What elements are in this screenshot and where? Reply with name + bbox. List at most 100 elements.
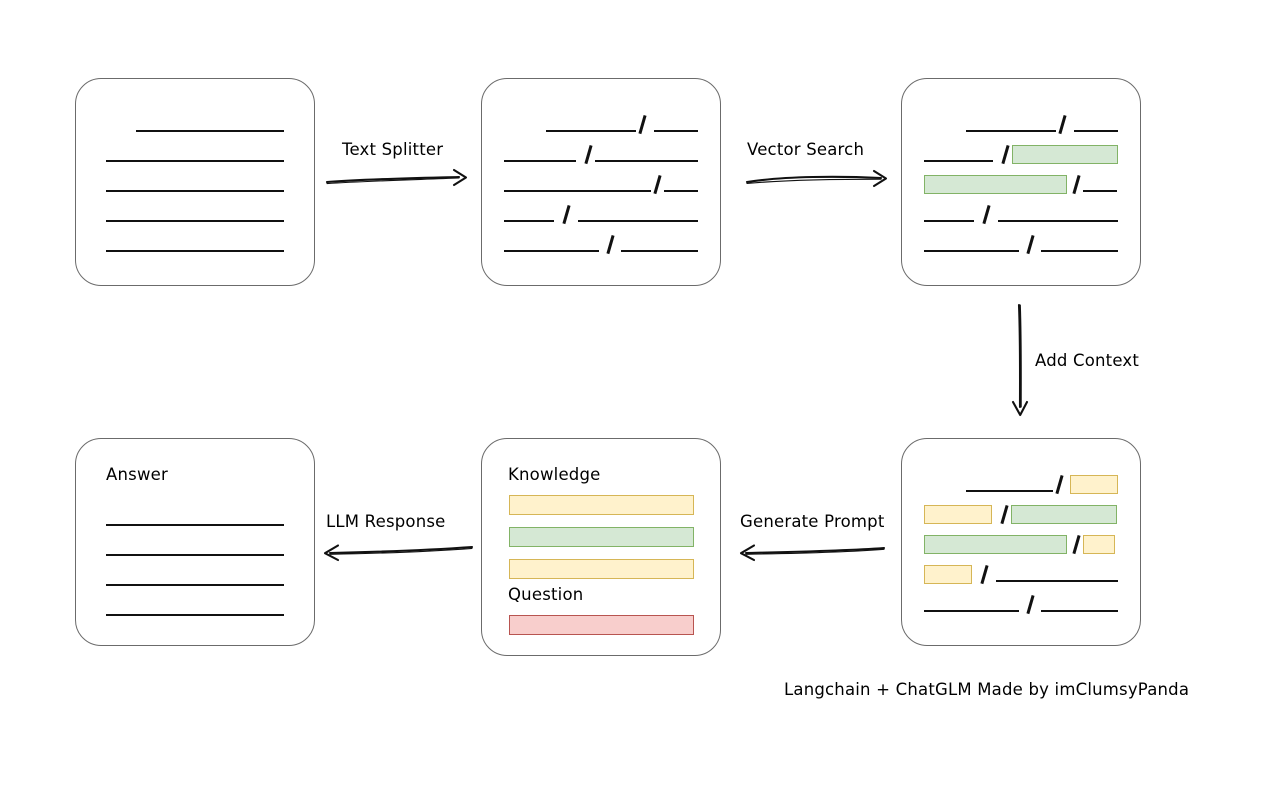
document-row — [482, 173, 720, 195]
arrow-llm-response: LLM Response — [322, 512, 474, 562]
chunk-highlight-green — [924, 534, 1067, 554]
arrow-vector-search-label: Vector Search — [747, 140, 865, 159]
text-line-segment — [1083, 190, 1117, 192]
slash-separator — [560, 205, 573, 224]
text-line-segment — [546, 130, 636, 132]
text-line-segment — [924, 160, 993, 162]
slash-separator — [604, 235, 617, 254]
document-row — [902, 233, 1140, 255]
answer-rows — [76, 439, 314, 645]
card-source-document — [75, 78, 315, 286]
chunk-highlight-yellow — [1070, 474, 1118, 494]
text-line-segment — [998, 220, 1118, 222]
document-row — [482, 113, 720, 135]
chunk-highlight-yellow — [1083, 534, 1115, 554]
arrow-llm-response-label: LLM Response — [326, 512, 446, 531]
document-row — [76, 567, 314, 589]
text-line-segment — [620, 250, 698, 252]
chunk-highlight-green — [1011, 504, 1117, 524]
source-document-rows — [76, 79, 314, 285]
knowledge-bar-1 — [509, 495, 694, 515]
text-line-segment — [106, 524, 284, 526]
text-line-segment — [653, 130, 698, 132]
context-chunks-rows — [902, 439, 1140, 645]
document-row — [76, 597, 314, 619]
text-line-segment — [106, 584, 284, 586]
document-row — [482, 233, 720, 255]
document-row — [76, 233, 314, 255]
slash-separator — [1070, 535, 1083, 554]
slash-separator — [1056, 115, 1069, 134]
document-row — [482, 203, 720, 225]
knowledge-bar-3 — [509, 559, 694, 579]
chunk-highlight-green — [1012, 144, 1118, 164]
text-line-segment — [106, 554, 284, 556]
arrow-vector-search: Vector Search — [745, 140, 890, 190]
arrow-text-splitter-shaft — [325, 168, 468, 187]
card-split-chunks — [481, 78, 721, 286]
card-prompt: Knowledge Question — [481, 438, 721, 656]
arrow-add-context-shaft — [1011, 303, 1029, 417]
slash-separator — [1053, 475, 1066, 494]
slash-separator — [1024, 595, 1037, 614]
chunk-highlight-yellow — [924, 504, 992, 524]
document-row — [76, 537, 314, 559]
split-chunks-rows — [482, 79, 720, 285]
arrow-llm-response-shaft — [323, 544, 474, 562]
matched-chunks-rows — [902, 79, 1140, 285]
arrow-text-splitter: Text Splitter — [325, 140, 470, 190]
document-row — [902, 503, 1140, 525]
text-line-segment — [106, 190, 284, 192]
document-row — [76, 507, 314, 529]
chunk-highlight-yellow — [924, 564, 972, 584]
text-line-segment — [106, 160, 284, 162]
document-row — [902, 473, 1140, 495]
document-row — [76, 143, 314, 165]
card-matched-chunks — [901, 78, 1141, 286]
slash-separator — [980, 205, 993, 224]
text-line-segment — [1040, 610, 1118, 612]
text-line-segment — [504, 250, 599, 252]
document-row — [902, 533, 1140, 555]
text-line-segment — [106, 250, 284, 252]
slash-separator — [1070, 175, 1083, 194]
text-line-segment — [106, 220, 284, 222]
document-row — [482, 143, 720, 165]
slash-separator — [1024, 235, 1037, 254]
knowledge-bar-2 — [509, 527, 694, 547]
text-line-segment — [594, 160, 698, 162]
document-row — [902, 203, 1140, 225]
arrow-add-context-label: Add Context — [1035, 351, 1140, 370]
text-line-segment — [664, 190, 698, 192]
document-row — [902, 143, 1140, 165]
footer-credit: Langchain + ChatGLM Made by imClumsyPand… — [784, 680, 1190, 699]
arrow-vector-search-shaft — [745, 169, 888, 188]
document-row — [902, 113, 1140, 135]
text-line-segment — [966, 490, 1053, 492]
document-row — [76, 203, 314, 225]
arrow-add-context: Add Context — [1005, 303, 1175, 418]
slash-separator — [998, 505, 1011, 524]
document-row — [902, 173, 1140, 195]
slash-separator — [636, 115, 649, 134]
text-line-segment — [106, 614, 284, 616]
text-line-segment — [504, 190, 652, 192]
slash-separator — [651, 175, 664, 194]
slash-separator — [999, 145, 1012, 164]
slash-separator — [582, 145, 595, 164]
document-row — [76, 173, 314, 195]
text-line-segment — [924, 250, 1019, 252]
text-line-segment — [578, 220, 698, 222]
arrow-generate-prompt-label: Generate Prompt — [740, 512, 885, 531]
document-row — [902, 593, 1140, 615]
card-answer: Answer — [75, 438, 315, 646]
text-line-segment — [1073, 130, 1118, 132]
text-line-segment — [996, 580, 1118, 582]
text-line-segment — [136, 130, 284, 132]
text-line-segment — [504, 160, 576, 162]
text-line-segment — [1040, 250, 1118, 252]
question-bar-1 — [509, 615, 694, 635]
knowledge-label: Knowledge — [508, 465, 601, 484]
chunk-highlight-green — [924, 174, 1067, 194]
text-line-segment — [966, 130, 1056, 132]
